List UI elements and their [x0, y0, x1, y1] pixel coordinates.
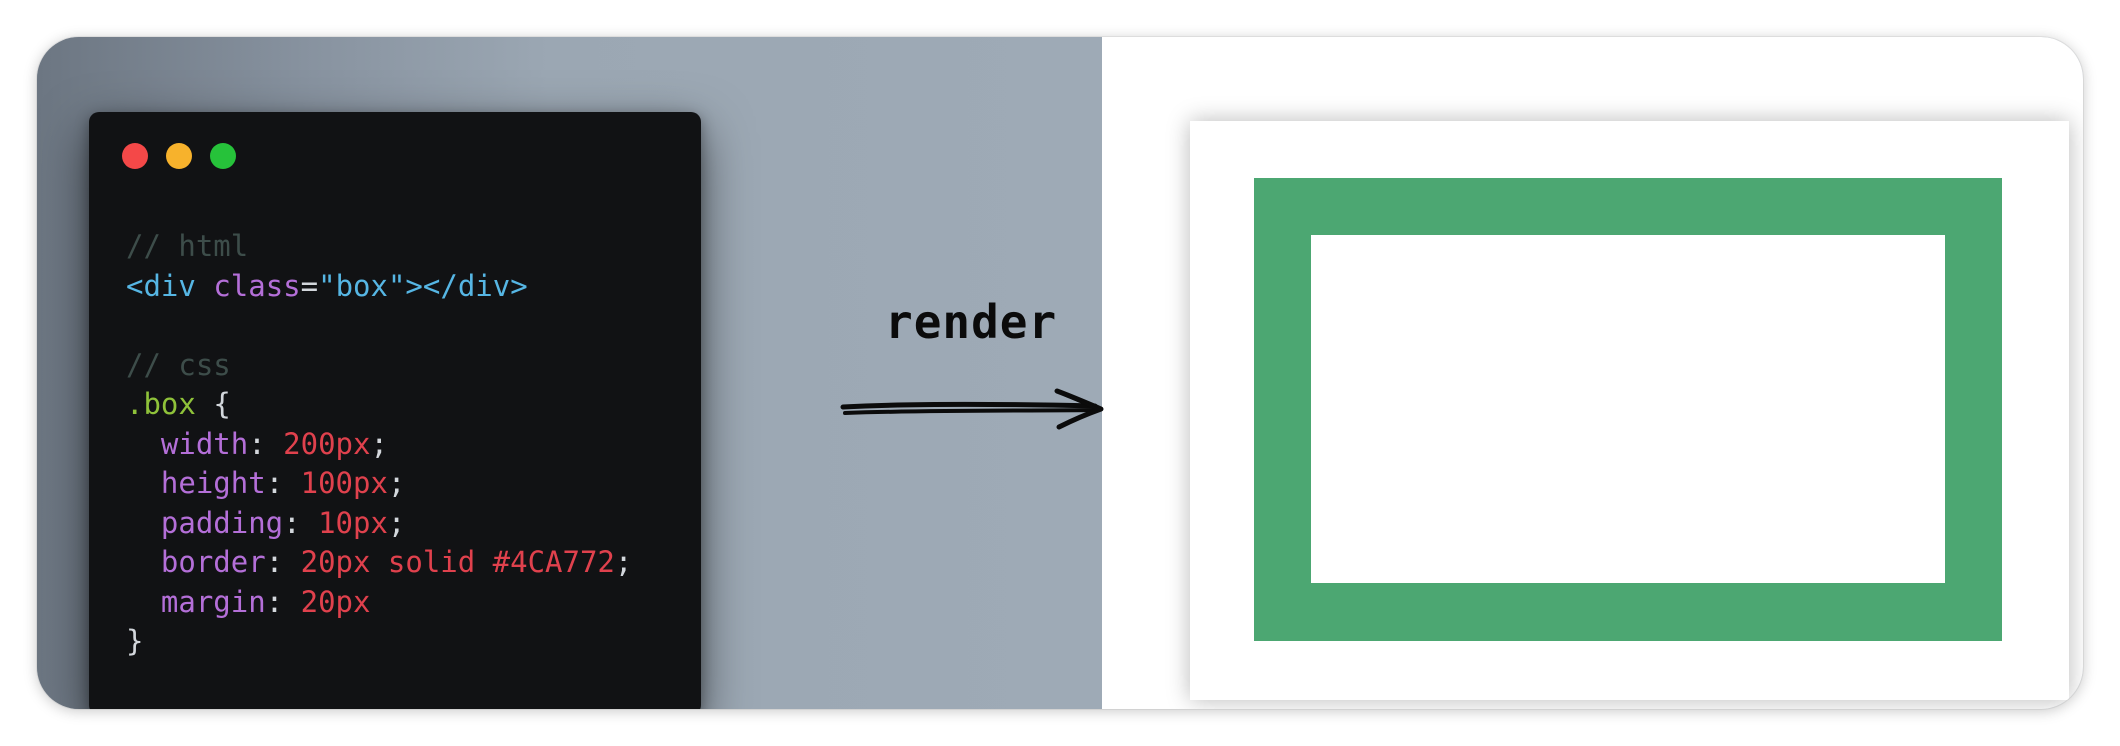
illustration-card: // html <div class="box"></div> // css .… [37, 37, 2083, 709]
minimize-dot-icon [166, 143, 192, 169]
css-value: 20px solid #4CA772 [300, 545, 615, 579]
css-property: height [160, 466, 266, 500]
html-attribute: class [213, 268, 301, 303]
css-open-brace: { [213, 387, 231, 421]
html-close-part: ></ [405, 268, 458, 303]
css-semicolon: ; [370, 426, 388, 461]
css-value: 200px [283, 426, 371, 461]
html-close-tag-name: div [457, 268, 511, 303]
css-property: border [160, 545, 266, 579]
css-semicolon: ; [387, 466, 406, 500]
render-label: render [885, 295, 1058, 349]
html-comment: // html [126, 229, 249, 263]
html-open-bracket: < [126, 268, 144, 303]
css-comment: // css [126, 347, 231, 382]
html-end-bracket: > [510, 268, 528, 303]
rendered-box-content [1311, 235, 1945, 583]
css-property: margin [160, 584, 266, 619]
css-selector: .box [126, 387, 196, 421]
maximize-dot-icon [210, 143, 236, 169]
html-tag-name: div [143, 268, 196, 303]
code-editor-window: // html <div class="box"></div> // css .… [89, 112, 701, 709]
css-value: 20px [300, 584, 371, 619]
code-block: // html <div class="box"></div> // css .… [126, 229, 633, 658]
css-close-brace: } [126, 624, 144, 658]
html-attribute-value: "box" [318, 268, 406, 303]
css-semicolon: ; [614, 545, 633, 579]
html-equals: = [300, 268, 319, 303]
render-preview [1190, 121, 2069, 700]
css-property: width [160, 426, 249, 461]
css-property: padding [160, 505, 284, 540]
css-value: 10px [318, 505, 388, 540]
rendered-box-border [1254, 178, 2002, 641]
css-value: 100px [300, 466, 388, 500]
window-controls [122, 143, 236, 169]
right-arrow-icon [840, 388, 1104, 430]
close-dot-icon [122, 143, 148, 169]
css-semicolon: ; [387, 505, 406, 540]
